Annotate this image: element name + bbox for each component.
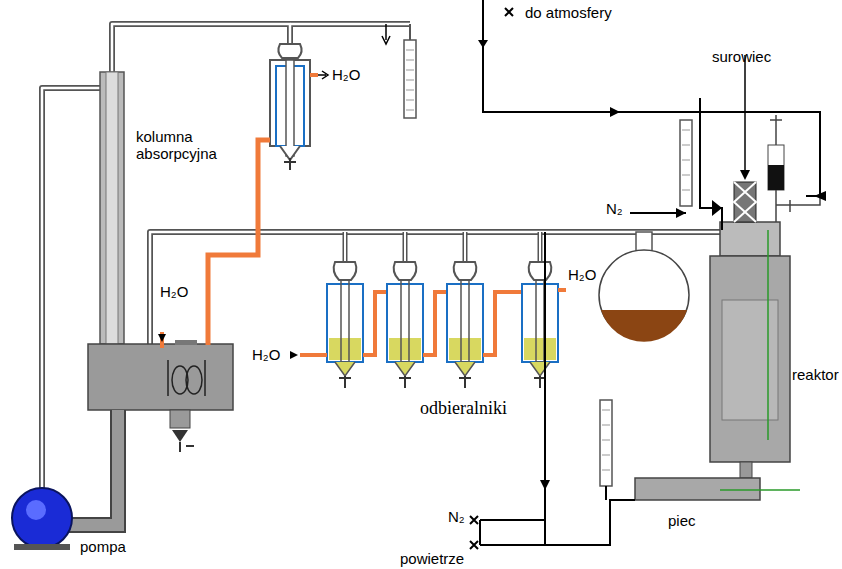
cooling-outlet	[558, 288, 566, 292]
receiver-tube	[341, 280, 349, 362]
cooling-inlet	[300, 353, 327, 357]
apparatus-label: H₂O	[568, 266, 596, 283]
apparatus-label: do atmosfery	[525, 4, 612, 21]
receiver-tip	[395, 362, 415, 376]
receiver-head	[454, 262, 477, 280]
receiver-valve	[459, 376, 471, 388]
cooling-line	[483, 292, 522, 355]
cooling-line	[363, 292, 387, 355]
receiver-jacket	[387, 284, 423, 362]
apparatus-label: reaktor	[792, 366, 839, 383]
receiver-liquid	[329, 338, 361, 360]
receiver-tube	[536, 280, 544, 362]
receiver-jacket	[522, 284, 558, 362]
cooling-line	[423, 292, 447, 355]
receiver-tip	[335, 362, 355, 376]
apparatus-label: H₂O	[160, 283, 188, 300]
receiver-tube	[461, 280, 469, 362]
apparatus-label: H₂O	[332, 66, 360, 83]
apparatus-label: piec	[668, 512, 696, 529]
receiver-jacket	[447, 284, 483, 362]
receiver-tip	[455, 362, 475, 376]
receiver-jacket	[327, 284, 363, 362]
apparatus-label: N₂	[448, 508, 465, 525]
receiver-liquid	[449, 338, 481, 360]
receiver-liquid	[389, 338, 421, 360]
apparatus-label: pompa	[80, 538, 126, 555]
apparatus-label: powietrze	[400, 550, 464, 567]
receiver-valve	[339, 376, 351, 388]
apparatus-label: surowiec	[712, 48, 771, 65]
apparatus-label: N₂	[606, 200, 623, 217]
apparatus-label: odbieralniki	[420, 398, 507, 419]
receiver-tip	[530, 362, 550, 376]
receiver-tube	[401, 280, 409, 362]
receiver-head	[529, 262, 552, 280]
arrow-head	[290, 351, 298, 359]
apparatus-label: H₂O	[252, 346, 280, 363]
apparatus-label: kolumna absorpcyjna	[136, 128, 228, 163]
receiver-head	[334, 262, 357, 280]
receiver-valve	[399, 376, 411, 388]
receiver-liquid	[524, 338, 556, 360]
receiver-head	[394, 262, 417, 280]
